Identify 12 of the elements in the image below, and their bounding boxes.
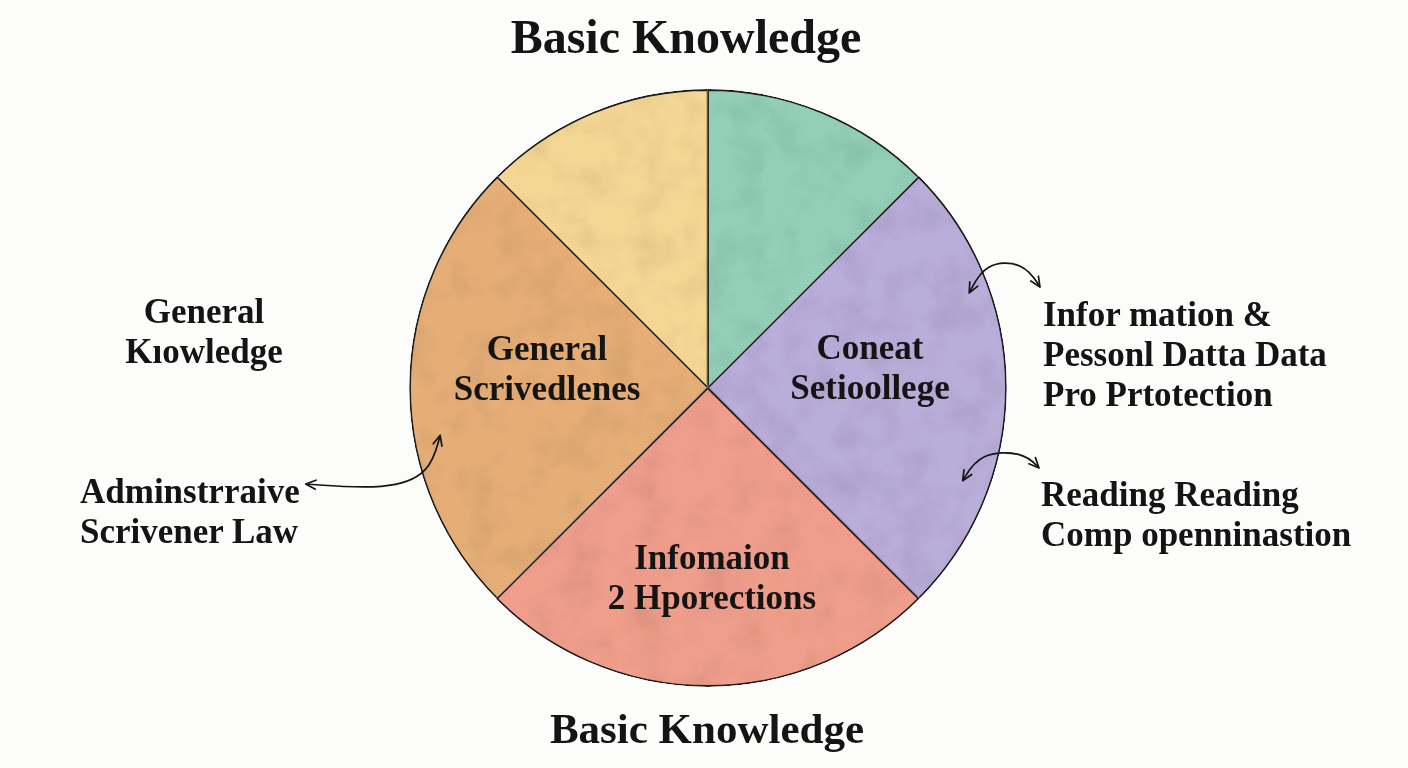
- slice-label: Infomaion 2 Hporections: [607, 538, 817, 618]
- callout-text: Infor mation & Pessonl Datta Data Pro Prtotection: [1043, 295, 1327, 415]
- diagram-caption: Basic Knowledge: [549, 704, 865, 754]
- slice-label: General Scrivedlenes: [453, 329, 641, 409]
- topic-label: General Kıowledge: [125, 292, 283, 372]
- slice-label: Coneat Setioollege: [790, 328, 950, 408]
- curved-arrow: [304, 434, 443, 491]
- callout-text: Adminstrraive Scrivener Law: [80, 472, 300, 552]
- diagram-title: Basic Knowledge: [510, 9, 862, 65]
- callout-text: Reading Reading Comp openninastion: [1041, 475, 1352, 555]
- curved-arrow: [961, 452, 1040, 482]
- curved-arrow: [968, 262, 1041, 294]
